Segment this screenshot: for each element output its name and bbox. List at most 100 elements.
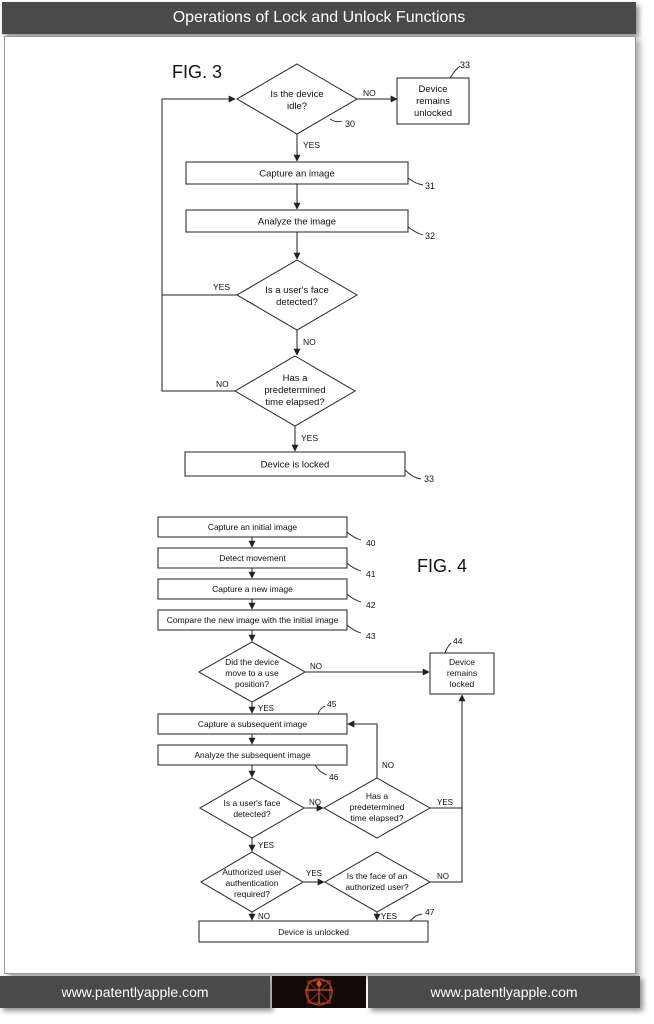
- fig3-idle-yes-label: YES: [303, 140, 320, 150]
- fig4-unlocked-ref-leader: [409, 913, 423, 922]
- footer-site-link-left[interactable]: www.patentlyapple.com: [61, 984, 209, 1000]
- fig3-remains-unlocked-line3: unlocked: [414, 108, 452, 119]
- fig3-capture-image-box: Capture an image: [185, 161, 409, 185]
- fig4-analyze-subsequent-text: Analyze the subsequent image: [194, 750, 311, 760]
- fig3-time-line3: time elapsed?: [265, 397, 324, 408]
- fig4-capture-new-text: Capture a new image: [212, 584, 293, 594]
- fig4-moved-line2: move to a use: [225, 668, 279, 678]
- fig4-capture-new-ref-leader: [346, 593, 362, 603]
- fig4-remains-locked-box: Device remains locked: [429, 652, 495, 695]
- page-title: Operations of Lock and Unlock Functions: [172, 9, 466, 26]
- fig3-idle-line2: idle?: [287, 101, 307, 112]
- fig3-remains-unlocked-ref: 33: [460, 60, 470, 70]
- fig4-time-yes-label: YES: [437, 798, 453, 807]
- fig3-face-line2: detected?: [276, 297, 318, 308]
- fig3-locked-ref-leader: [404, 469, 422, 480]
- fig4-remains-locked-line3: locked: [450, 679, 475, 689]
- fig4-face-line2: detected?: [233, 809, 271, 819]
- fig4-remains-locked-ref: 44: [453, 636, 463, 646]
- fig4-device-unlocked-text: Device is unlocked: [278, 927, 349, 937]
- fig4-time-no-label: NO: [382, 761, 394, 770]
- fig4-authface-no-label: NO: [437, 872, 449, 881]
- fig4-auth-yes-label: YES: [306, 869, 322, 878]
- fig4-compare-text: Compare the new image with the initial i…: [167, 615, 339, 625]
- fig3-time-no-label: NO: [216, 379, 229, 389]
- fig4-detect-movement-box: Detect movement: [157, 547, 348, 569]
- fig4-auth-no-label: NO: [258, 912, 270, 921]
- footer-left-bar: www.patentlyapple.com: [0, 976, 270, 1008]
- fig3-time-decision: Has a predetermined time elapsed?: [234, 355, 356, 427]
- fig3-face-line1: Is a user's face: [265, 285, 329, 296]
- fig4-detect-movement-text: Detect movement: [219, 553, 286, 563]
- fig4-unlocked-ref: 47: [425, 907, 435, 917]
- fig4-capture-initial-ref: 40: [366, 538, 376, 548]
- figure-panel: [4, 36, 636, 974]
- fig4-capture-new-box: Capture a new image: [157, 578, 348, 600]
- fig4-detect-movement-ref-leader: [346, 562, 362, 572]
- fig4-time-line1: Has a: [366, 791, 388, 801]
- fig3-capture-image-text: Capture an image: [259, 169, 335, 180]
- fig3-analyze-ref: 32: [425, 231, 435, 241]
- fig3-remains-unlocked-line2: remains: [416, 96, 450, 107]
- fig3-capture-ref-leader: [407, 177, 424, 186]
- fig4-auth-required-line1: Authorized user: [222, 867, 282, 877]
- fig4-face-no-label: NO: [309, 798, 321, 807]
- footer-site-link-right[interactable]: www.patentlyapple.com: [430, 984, 578, 1000]
- fig4-arrow-authface-no: [430, 808, 463, 883]
- fig4-detect-movement-ref: 41: [366, 569, 376, 579]
- fig4-device-unlocked-box: Device is unlocked: [198, 920, 429, 943]
- fig4-auth-required-line3: required?: [234, 889, 270, 899]
- fig4-auth-required-decision: Authorized user authentication required?: [200, 851, 304, 913]
- fig4-capture-initial-text: Capture an initial image: [208, 522, 298, 532]
- fig3-time-line2: predetermined: [264, 385, 325, 396]
- fig4-capture-subsequent-ref: 45: [327, 699, 337, 709]
- fig3-arrow-face-yes-loop: [161, 95, 237, 296]
- fig3-idle-no-label: NO: [363, 88, 376, 98]
- fig4-authorized-face-line1: Is the face of an: [347, 871, 408, 881]
- fig4-authorized-face-line2: authorized user?: [345, 882, 409, 892]
- fig3-label: FIG. 3: [172, 62, 222, 82]
- fig4-moved-line1: Did the device: [225, 657, 279, 667]
- fig3-capture-ref: 31: [425, 181, 435, 191]
- fig3-locked-ref: 33: [424, 474, 434, 484]
- fig4-time-decision: Has a predetermined time elapsed?: [322, 777, 432, 839]
- fig3-analyze-image-text: Analyze the image: [258, 217, 336, 228]
- fig4-moved-yes-label: YES: [258, 704, 274, 713]
- fig3-idle-ref-leader: [329, 118, 343, 123]
- site-logo: [272, 976, 366, 1008]
- fig4-analyze-subsequent-ref-leader: [314, 764, 328, 776]
- fig4-capture-initial-box: Capture an initial image: [157, 516, 348, 538]
- fig4-time-line2: predetermined: [350, 802, 405, 812]
- fig4-arrow-time-no: [347, 720, 378, 778]
- fig4-authface-yes-label: YES: [381, 912, 397, 921]
- fig4-capture-subsequent-ref-leader: [317, 705, 326, 715]
- fig4-remains-locked-ref-leader: [444, 642, 452, 654]
- fig3-time-line1: Has a: [283, 373, 309, 384]
- fig3-remains-unlocked-box: Device remains unlocked: [396, 77, 470, 125]
- fig4-analyze-subsequent-box: Analyze the subsequent image: [157, 744, 348, 766]
- fig3-idle-line1: Is the device: [270, 89, 323, 100]
- fig3-arrow-time-no-loop: [161, 295, 235, 392]
- fig3-analyze-image-box: Analyze the image: [185, 209, 409, 233]
- fig3-face-yes-label: YES: [213, 282, 230, 292]
- footer-right-bar: www.patentlyapple.com: [368, 976, 640, 1008]
- fig3-analyze-ref-leader: [407, 226, 424, 236]
- fig4-analyze-subsequent-ref: 46: [329, 772, 339, 782]
- fig4-compare-ref: 43: [366, 631, 376, 641]
- fig4-capture-subsequent-box: Capture a subsequent image: [157, 713, 348, 735]
- page-title-bar: Operations of Lock and Unlock Functions: [2, 2, 636, 34]
- fig4-face-yes-label: YES: [258, 841, 274, 850]
- fig4-authorized-face-decision: Is the face of an authorized user?: [323, 851, 432, 913]
- fig3-idle-decision: Is the device idle?: [236, 63, 358, 135]
- fig4-capture-new-ref: 42: [366, 600, 376, 610]
- fig4-arrow-time-yes: [430, 694, 466, 809]
- fig4-capture-initial-ref-leader: [346, 531, 362, 541]
- fig3-remains-unlocked-line1: Device: [418, 84, 447, 95]
- fig3-face-no-label: NO: [303, 337, 316, 347]
- fig4-face-line1: Is a user's face: [224, 798, 281, 808]
- fig3-idle-ref: 30: [345, 119, 355, 129]
- fig4-time-line3: time elapsed?: [351, 813, 404, 823]
- fig4-capture-subsequent-text: Capture a subsequent image: [198, 719, 307, 729]
- fig4-auth-required-line2: authentication: [226, 878, 279, 888]
- fig4-face-decision: Is a user's face detected?: [198, 777, 306, 839]
